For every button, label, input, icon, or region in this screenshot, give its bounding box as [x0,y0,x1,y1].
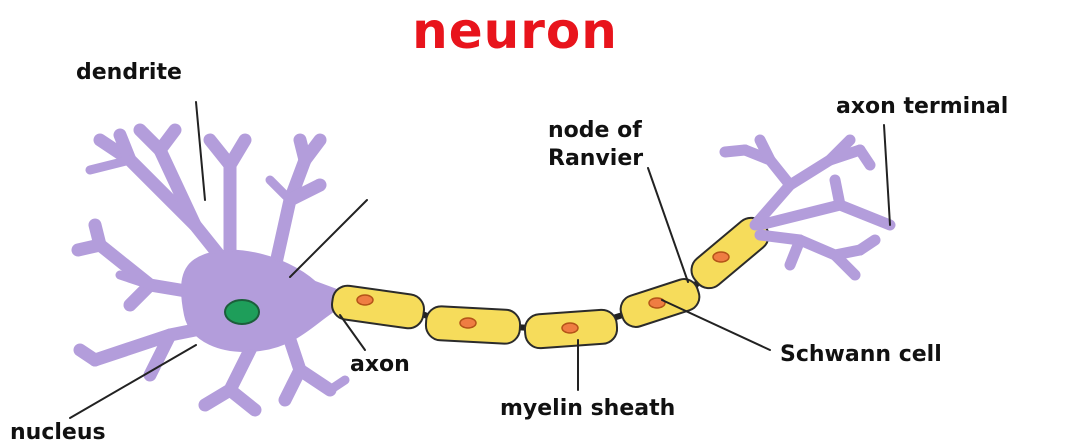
label-axon: axon [350,352,410,378]
cell-body [182,251,342,351]
label-axon-terminal: axon terminal [836,94,1008,120]
label-node-of-ranvier-line2: Ranvier [548,146,643,172]
label-schwann-cell: Schwann cell [780,342,942,368]
diagram-title: neuron [0,2,1030,60]
label-node-of-ranvier-line1: node of [548,118,642,144]
label-dendrite: dendrite [76,60,182,86]
label-nucleus: nucleus [10,420,106,446]
cell-nucleus [225,300,259,324]
label-myelin-sheath: myelin sheath [500,396,675,422]
myelin-segments [330,212,775,349]
